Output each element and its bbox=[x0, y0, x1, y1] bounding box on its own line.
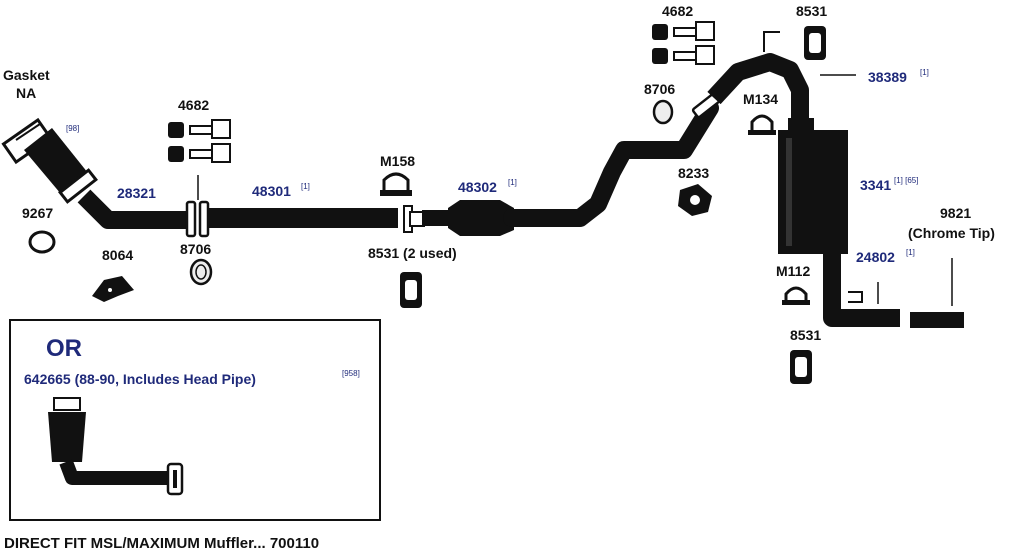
label-sup-38389: [1] bbox=[920, 68, 929, 77]
label-3341: 3341 bbox=[860, 177, 891, 193]
label-9821: 9821 bbox=[940, 205, 971, 221]
pipe-28321 bbox=[77, 189, 190, 229]
label-8706-right: 8706 bbox=[644, 81, 675, 97]
flange-8233 bbox=[678, 184, 712, 216]
label-28321: 28321 bbox=[117, 185, 156, 201]
bracket-8064 bbox=[92, 276, 134, 302]
label-9267: 9267 bbox=[22, 205, 53, 221]
label-4682-right: 4682 bbox=[662, 3, 693, 19]
label-sup-98: [98] bbox=[66, 124, 79, 133]
pipe-48301 bbox=[208, 208, 398, 228]
pipe-38389 bbox=[707, 53, 809, 118]
or-heading: OR bbox=[46, 335, 82, 362]
catalytic-converter-assembly bbox=[1, 117, 98, 204]
label-sup-3341: [1] [65] bbox=[894, 176, 918, 185]
clamp-8531-mid bbox=[403, 205, 425, 233]
bolt-set-4682-right bbox=[652, 21, 715, 65]
or-part-text: 642665 (88-90, Includes Head Pipe) bbox=[24, 371, 256, 387]
label-gasket-na: NA bbox=[16, 85, 36, 101]
gasket-8706-lower bbox=[189, 258, 213, 286]
label-8531-top: 8531 bbox=[796, 3, 827, 19]
or-alternative-box: OR 642665 (88-90, Includes Head Pipe) [9… bbox=[9, 319, 381, 521]
label-m112: M112 bbox=[776, 263, 810, 279]
resonator-48302 bbox=[422, 99, 719, 236]
label-24802: 24802 bbox=[856, 249, 895, 265]
label-48301: 48301 bbox=[252, 183, 291, 199]
label-sup-48302: [1] bbox=[508, 178, 517, 187]
clamp-m112 bbox=[782, 286, 810, 305]
tailpipe-24802 bbox=[823, 254, 900, 327]
label-m158: M158 bbox=[380, 153, 415, 169]
label-8531-bottom: 8531 bbox=[790, 327, 821, 343]
muffler-3341 bbox=[778, 118, 848, 254]
hanger-bracket bbox=[763, 31, 780, 52]
label-sup-24802: [1] bbox=[906, 248, 915, 257]
hanger-8531-mid bbox=[400, 272, 422, 308]
hanger-8531-top bbox=[804, 26, 826, 60]
label-gasket: Gasket bbox=[3, 67, 50, 83]
clamp-m134 bbox=[748, 114, 776, 135]
label-8064: 8064 bbox=[102, 247, 133, 263]
footer-caption: DIRECT FIT MSL/MAXIMUM Muffler... 700110 bbox=[4, 535, 319, 552]
hanger-8531-bottom bbox=[790, 350, 812, 384]
converter-642665 bbox=[48, 397, 184, 496]
gasket-ring-9267 bbox=[28, 230, 56, 254]
label-4682-left: 4682 bbox=[178, 97, 209, 113]
bolt-set-4682-left bbox=[168, 119, 231, 163]
label-8706-left: 8706 bbox=[180, 241, 211, 257]
label-8531-2used: 8531 (2 used) bbox=[368, 245, 457, 261]
label-sup-48301: [1] bbox=[301, 182, 310, 191]
label-m134: M134 bbox=[743, 91, 778, 107]
clamp-m158 bbox=[380, 172, 412, 196]
chrome-tip-9821 bbox=[910, 312, 964, 328]
label-48302: 48302 bbox=[458, 179, 497, 195]
label-38389: 38389 bbox=[868, 69, 907, 85]
label-9821-tip: (Chrome Tip) bbox=[908, 225, 995, 241]
label-8233: 8233 bbox=[678, 165, 709, 181]
gasket-8706-right-loose bbox=[652, 99, 674, 125]
gasket-8706-left bbox=[185, 200, 210, 238]
tailpipe-hook bbox=[848, 291, 863, 303]
or-part-sup: [958] bbox=[342, 369, 360, 378]
